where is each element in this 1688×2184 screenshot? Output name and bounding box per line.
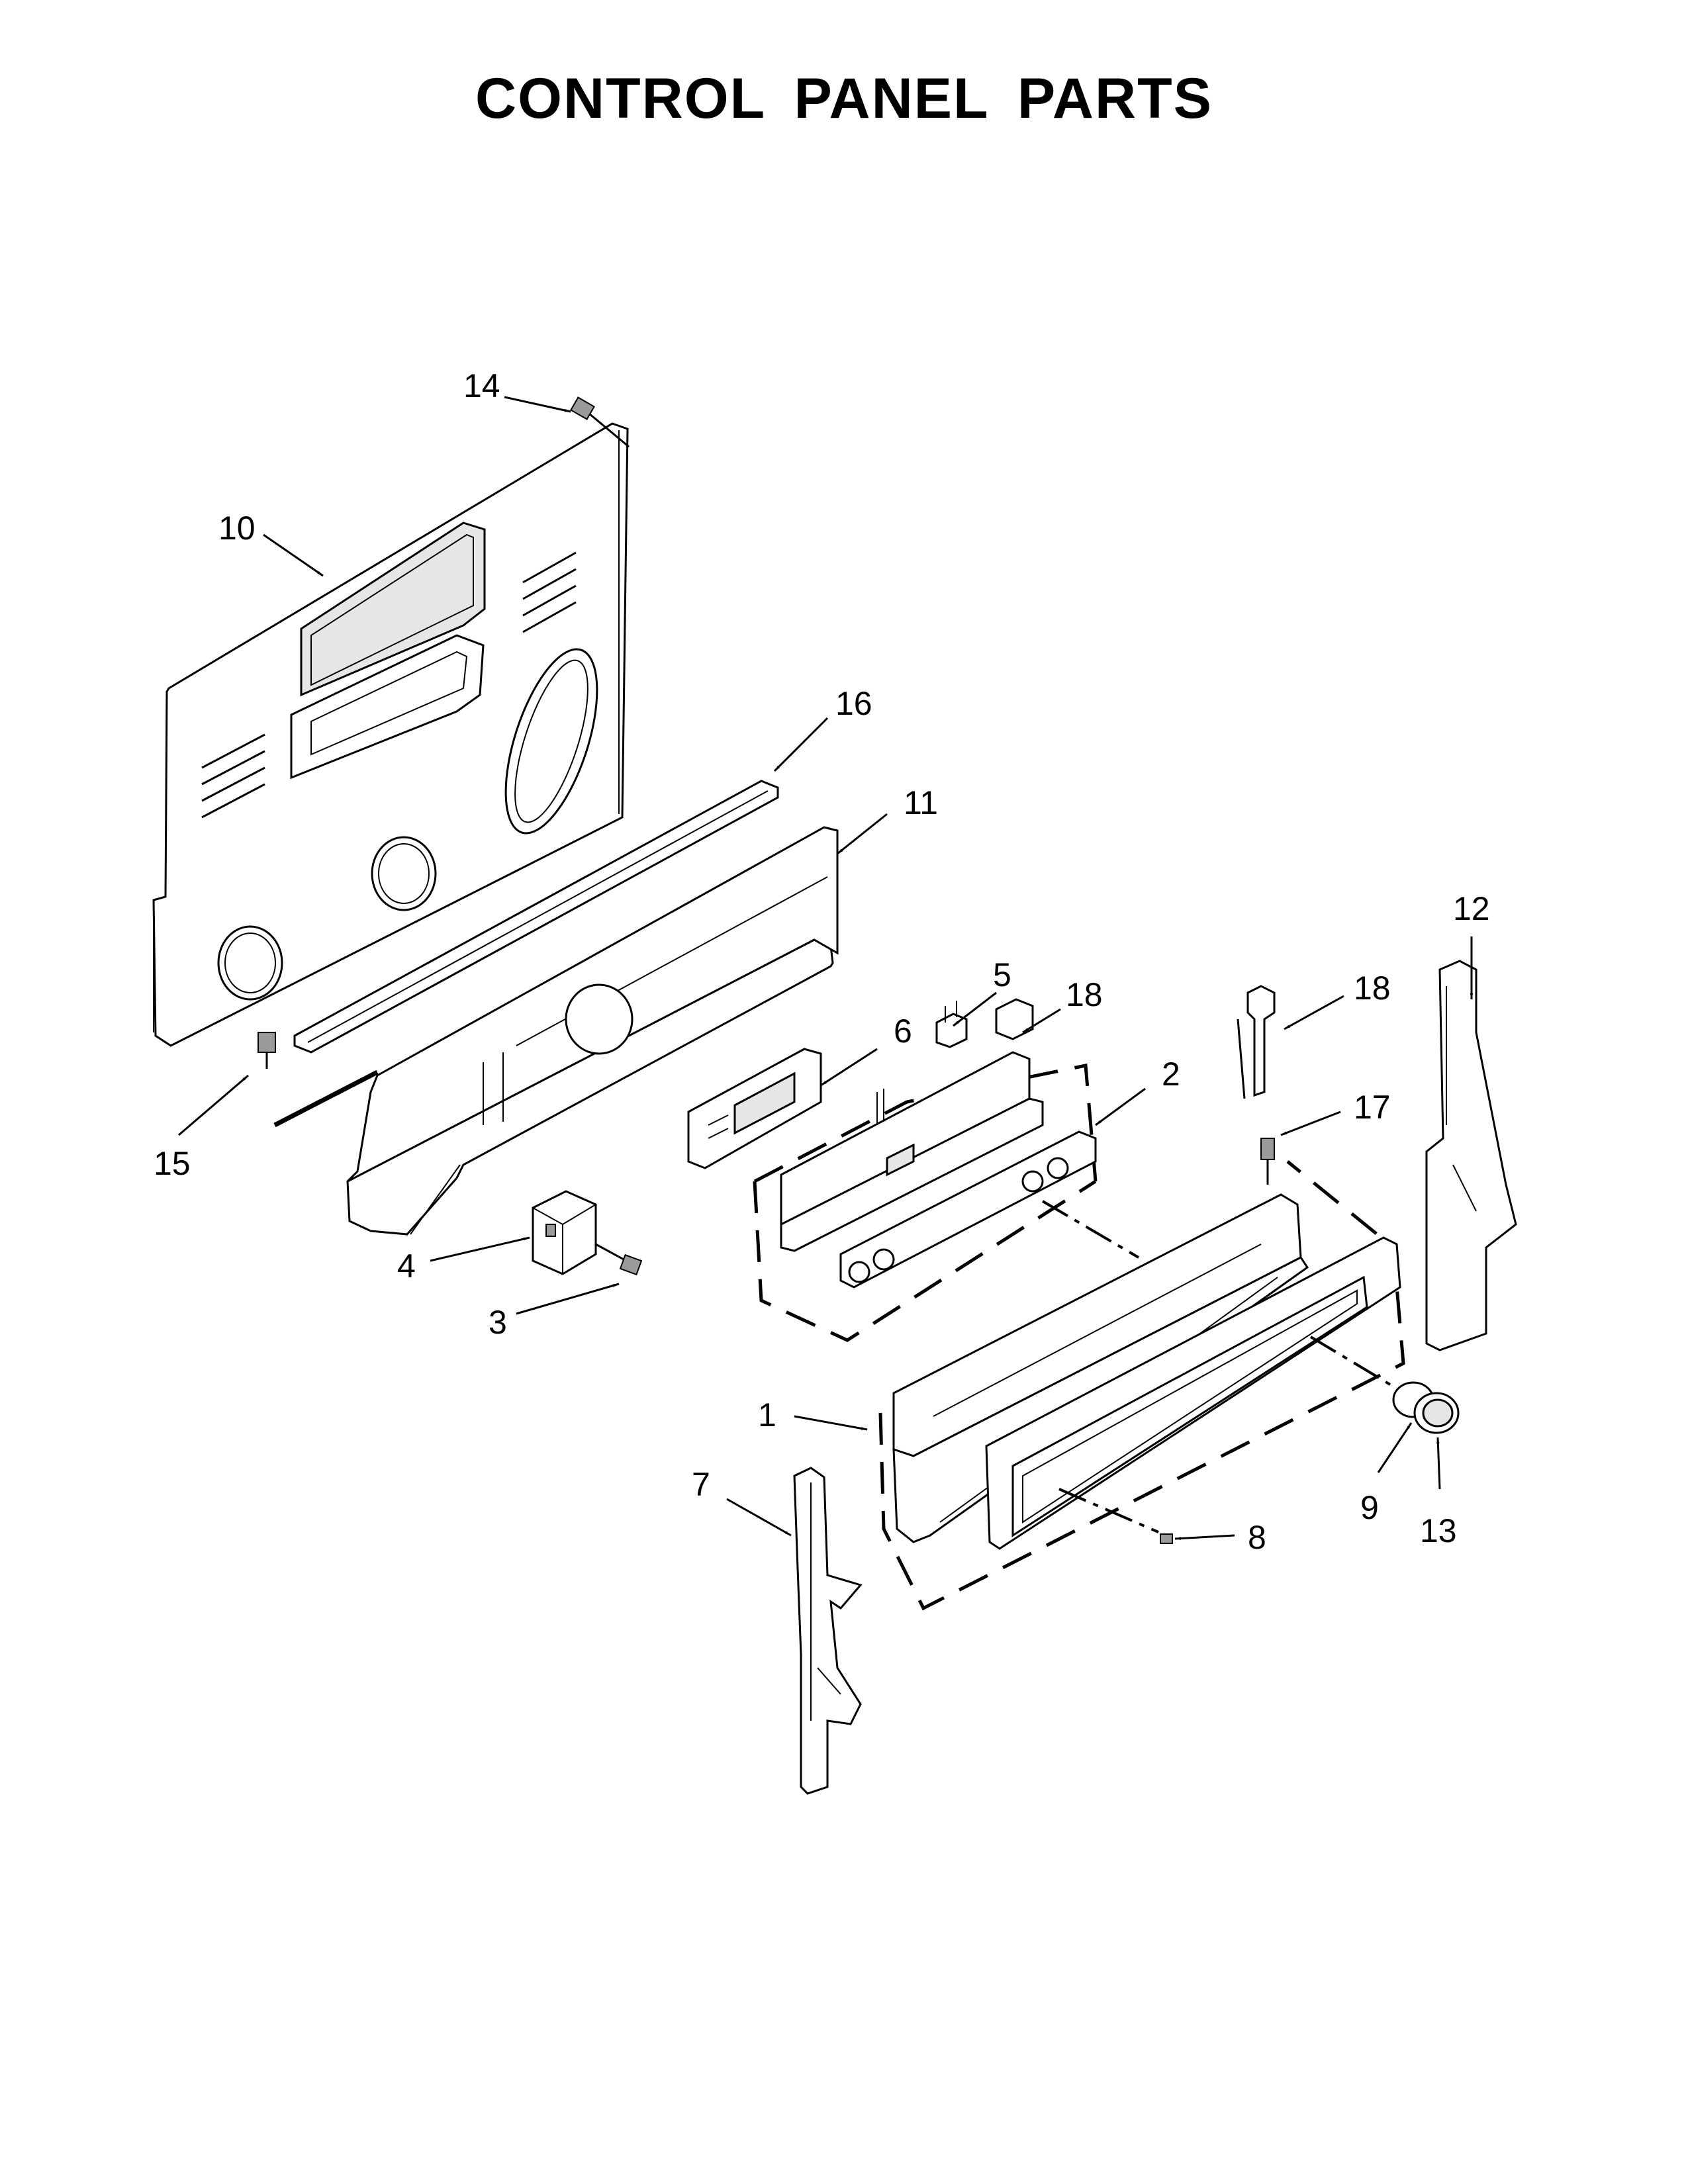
callout-18-upper: 18	[1066, 976, 1103, 1013]
screw-part-15	[258, 1032, 276, 1069]
callout-4: 4	[397, 1248, 416, 1285]
console-part-1	[878, 1160, 1405, 1611]
connector-lines	[1041, 1200, 1395, 1533]
callout-12: 12	[1453, 890, 1490, 927]
bracket-part-16	[273, 780, 779, 1128]
callout-9: 9	[1360, 1489, 1379, 1526]
panel-support-part-11	[346, 826, 839, 1236]
rear-panel-part-10	[152, 422, 629, 1047]
knob-part-13	[1392, 1381, 1460, 1434]
callout-5: 5	[993, 956, 1011, 993]
side-panel-part-12	[1425, 960, 1517, 1351]
callout-15: 15	[154, 1145, 191, 1182]
screw-part-8	[1160, 1533, 1173, 1544]
callout-6: 6	[894, 1013, 912, 1050]
callout-10: 10	[218, 510, 256, 547]
callout-leaders	[178, 396, 1474, 1540]
control-panel-assembly-part-2	[753, 1051, 1098, 1342]
control-board-part-6	[687, 1048, 822, 1169]
callout-7: 7	[692, 1466, 710, 1503]
switch-part-18-upper	[995, 998, 1034, 1040]
page-title: CONTROL PANEL PARTS	[475, 67, 1213, 130]
callout-11: 11	[904, 784, 938, 821]
callout-14: 14	[463, 367, 500, 404]
callout-8: 8	[1248, 1519, 1266, 1556]
callout-2: 2	[1162, 1056, 1180, 1093]
callout-17: 17	[1354, 1089, 1391, 1126]
callout-1: 1	[758, 1396, 776, 1433]
side-panel-part-7	[793, 1467, 863, 1795]
switch-part-5	[935, 1001, 968, 1048]
clip-part-17	[1260, 1138, 1275, 1185]
callout-labels: 14 10 16 11 15 6 5 18 2 18 17 12 4 3 1 7…	[154, 367, 1490, 1556]
callout-16: 16	[835, 685, 872, 722]
screw-part-14	[570, 396, 630, 448]
callout-13: 13	[1420, 1512, 1457, 1549]
screw-part-3	[595, 1243, 643, 1276]
switch-part-4	[532, 1190, 597, 1275]
callout-3: 3	[489, 1304, 507, 1341]
callout-18-lower: 18	[1354, 970, 1391, 1007]
sensor-part-18-lower	[1237, 985, 1276, 1099]
